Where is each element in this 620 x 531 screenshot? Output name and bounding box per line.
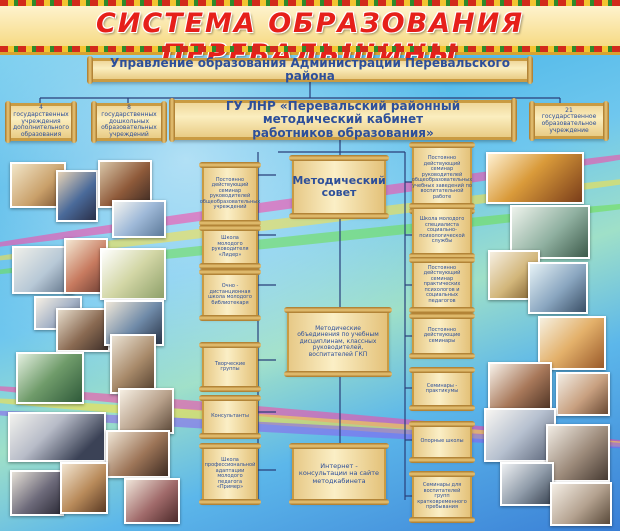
top-scroll: Управление образования Администрации Пер… xyxy=(87,55,533,84)
right-box: 21 государственное образовательное учреж… xyxy=(529,101,609,141)
top-scroll-text: Управление образования Администрации Пер… xyxy=(109,55,511,83)
right-col-item-7: Семинары для воспитателей групп кратковр… xyxy=(409,471,475,523)
photo xyxy=(486,152,584,204)
left-col-item-5: Консультанты xyxy=(199,395,261,439)
right-col-item-6: Опорные школы xyxy=(409,421,475,463)
photo xyxy=(118,388,174,434)
left-col-item-1: Постоянно действующий семинар руководите… xyxy=(199,162,261,226)
photo xyxy=(8,412,106,462)
center-box-associations: Методические объединения по учебным дисц… xyxy=(284,307,392,377)
left-col-item-6: Школа профессиональной адаптации молодог… xyxy=(199,443,261,505)
left-col-item-2: Школа молодого руководителя «Лидер» xyxy=(199,225,261,269)
main-scroll-line2: работников образования» xyxy=(252,125,434,140)
right-col-item-5: Семинары - практикумы xyxy=(409,367,475,411)
right-col-item-4: Постоянно действующие семинары xyxy=(409,313,475,359)
photo xyxy=(100,248,166,300)
photo xyxy=(550,482,612,526)
right-col-item-2: Школа молодого специалиста социально-пси… xyxy=(409,203,475,259)
left-box-1: 4 государственных учреждения дополнитель… xyxy=(5,101,77,143)
photo xyxy=(106,430,170,478)
main-scroll-line1: ГУ ЛНР «Перевальский районный методическ… xyxy=(225,98,461,127)
photo xyxy=(16,352,84,404)
photo xyxy=(60,462,108,514)
photo xyxy=(546,424,610,482)
left-box-2: 8 государственных дошкольных образовател… xyxy=(91,101,167,143)
center-box-internet: Интернет - консультации на сайте методка… xyxy=(289,443,389,505)
right-col-item-1: Постоянно действующий семинар руководите… xyxy=(409,142,475,214)
photo xyxy=(56,308,110,352)
photo xyxy=(556,372,610,416)
ornament-top xyxy=(0,0,620,6)
main-scroll: ГУ ЛНР «Перевальский районный методическ… xyxy=(169,98,517,142)
header-band: СИСТЕМА ОБРАЗОВАНИЯ ПЕРЕВАЛЬЩИНЫ xyxy=(0,0,620,70)
photo xyxy=(500,462,554,506)
photo xyxy=(56,170,98,222)
photo xyxy=(112,200,166,238)
right-col-item-3: Постоянно действующий семинар практическ… xyxy=(409,257,475,313)
photo xyxy=(110,334,156,394)
photo xyxy=(12,246,74,294)
photo xyxy=(488,362,552,412)
left-col-item-4: Творческие группы xyxy=(199,342,261,392)
photo xyxy=(10,470,64,516)
photo xyxy=(528,262,588,314)
photo xyxy=(538,316,606,370)
photo xyxy=(124,478,180,524)
left-col-item-3: Очно - дистанционная школа молодого библ… xyxy=(199,269,261,321)
center-box-council: Методический совет xyxy=(289,155,389,219)
ornament-bottom xyxy=(0,46,620,52)
